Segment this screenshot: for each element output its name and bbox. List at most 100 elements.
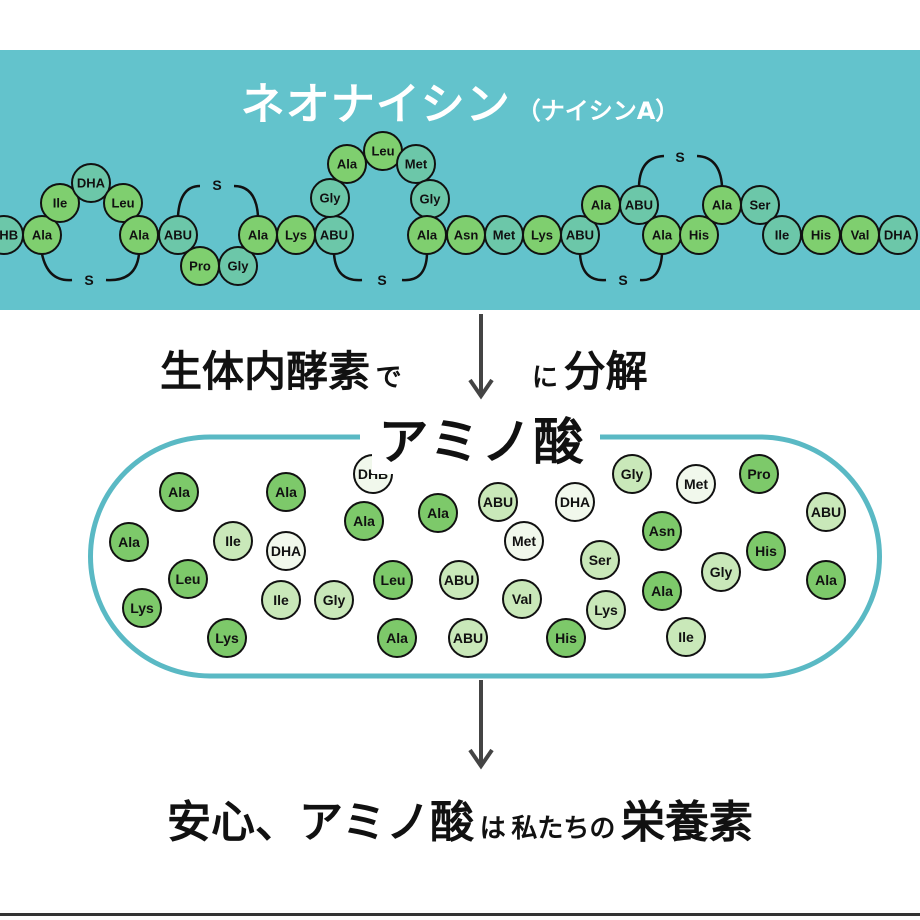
chain-residue-label: Ala: [591, 198, 612, 213]
free-amino-acid-circle: [612, 454, 652, 494]
free-amino-acid-circle: [213, 521, 253, 561]
free-amino-acid: Val: [502, 579, 542, 619]
sulfur-bridge-arc: [233, 184, 260, 217]
decompose-label: 分解: [563, 347, 648, 396]
conclusion-part3: 私たちの: [511, 814, 616, 844]
free-amino-acid-circle: [448, 618, 488, 658]
enzyme-label: 生体内酵素: [160, 347, 371, 396]
free-amino-acid-circle: [377, 618, 417, 658]
free-amino-acid: Ala: [806, 560, 846, 600]
chain-residue: Ala: [22, 215, 62, 255]
free-amino-acid-label: ABU: [453, 630, 483, 646]
chain-residue-label: His: [689, 228, 709, 243]
free-amino-acid-label: ABU: [811, 504, 841, 520]
free-amino-acid: Asn: [642, 511, 682, 551]
chain-residue-circle: [40, 183, 80, 223]
free-amino-acid: Ala: [642, 571, 682, 611]
sulfur-label: S: [212, 177, 221, 193]
conclusion-part2: は: [479, 814, 506, 844]
free-amino-acid-label: DHA: [271, 543, 301, 559]
chain-residue: Ala: [407, 215, 447, 255]
free-amino-acid-circle: [806, 492, 846, 532]
free-amino-acid: Gly: [701, 552, 741, 592]
decompose-phrase: に 分解: [532, 338, 648, 399]
chain-residue: Met: [396, 144, 436, 184]
chain-residue-circle: [71, 163, 111, 203]
free-amino-acid-circle: [739, 454, 779, 494]
chain-residue: Ser: [740, 185, 780, 225]
chain-residue-label: Asn: [454, 228, 479, 243]
sulfur-label: S: [618, 272, 627, 288]
free-amino-acid: ABU: [439, 560, 479, 600]
free-amino-acid-label: DHA: [560, 494, 590, 510]
free-amino-acid: Ala: [266, 472, 306, 512]
title-main: ネオナイシン: [240, 79, 511, 130]
chain-residue-label: Ser: [750, 198, 771, 213]
chain-residue-circle: [22, 215, 62, 255]
chain-residue-circle: [740, 185, 780, 225]
chain-residue-label: Leu: [371, 144, 394, 159]
chain-residue: ABU: [560, 215, 600, 255]
free-amino-acid-circle: [122, 588, 162, 628]
chain-residue-label: Lys: [531, 228, 553, 243]
chain-residue-label: Ala: [129, 228, 150, 243]
bottom-divider: [0, 913, 920, 916]
chain-residue-circle: [327, 144, 367, 184]
free-amino-acid-circle: [806, 560, 846, 600]
free-amino-acid: Ala: [109, 522, 149, 562]
free-amino-acid-label: Ser: [589, 552, 612, 568]
free-amino-acid: Ala: [159, 472, 199, 512]
free-amino-acid-circle: [418, 493, 458, 533]
free-amino-acid-label: Ile: [678, 629, 694, 645]
free-amino-acid: Ile: [261, 580, 301, 620]
chain-residue: His: [679, 215, 719, 255]
particle-ni: に: [532, 363, 559, 393]
free-amino-acid: Gly: [314, 580, 354, 620]
chain-residue-label: ABU: [625, 198, 653, 213]
sulfur-bridge-arc: [696, 154, 724, 187]
chain-residue-circle: [560, 215, 600, 255]
free-amino-acid: Leu: [373, 560, 413, 600]
chain-residue-label: Pro: [189, 259, 211, 274]
sulfur-bridge-arc: [40, 253, 73, 282]
free-amino-acid-label: Gly: [323, 592, 346, 608]
chain-residue-label: Gly: [320, 191, 342, 206]
free-amino-acid-label: Ala: [275, 484, 297, 500]
chain-residue-circle: [396, 144, 436, 184]
free-amino-acid-label: His: [755, 543, 777, 559]
free-amino-acid-circle: [586, 590, 626, 630]
title-subtitle: （ナイシンA）: [516, 97, 680, 125]
free-amino-acid-circle: [266, 472, 306, 512]
free-amino-acid-label: Leu: [176, 571, 201, 587]
free-amino-acid-label: Met: [512, 533, 536, 549]
free-amino-acid-circle: [555, 482, 595, 522]
chain-residue: Ala: [702, 185, 742, 225]
free-amino-acid: DHA: [555, 482, 595, 522]
sulfur-bridge-arc: [637, 154, 665, 187]
free-amino-acid-label: Ile: [273, 592, 289, 608]
chain-residue: Val: [840, 215, 880, 255]
free-amino-acid-circle: [373, 560, 413, 600]
free-amino-acid: Met: [504, 521, 544, 561]
free-amino-acid-label: Ala: [427, 505, 449, 521]
sulfur-bridge-arc: [578, 253, 607, 282]
sulfur-label: S: [84, 272, 93, 288]
chain-residue-label: Lys: [285, 228, 307, 243]
free-amino-acid-label: Lys: [215, 630, 239, 646]
free-amino-acid-circle: [207, 618, 247, 658]
chain-residue: Gly: [310, 178, 350, 218]
chain-residue-label: Gly: [228, 259, 250, 274]
free-amino-acid-label: Met: [684, 476, 708, 492]
chain-residue-circle: [679, 215, 719, 255]
chain-residue-label: Ile: [53, 196, 67, 211]
free-amino-acid: ABU: [478, 482, 518, 522]
chain-residue-circle: [878, 215, 918, 255]
free-amino-acid-circle: [642, 571, 682, 611]
free-amino-acid: Lys: [122, 588, 162, 628]
free-amino-acid-label: Asn: [649, 523, 675, 539]
arrow-down-icon: [468, 680, 494, 770]
particle-de: で: [375, 363, 402, 393]
free-amino-acid-circle: [261, 580, 301, 620]
free-amino-acid-label: Gly: [621, 466, 644, 482]
